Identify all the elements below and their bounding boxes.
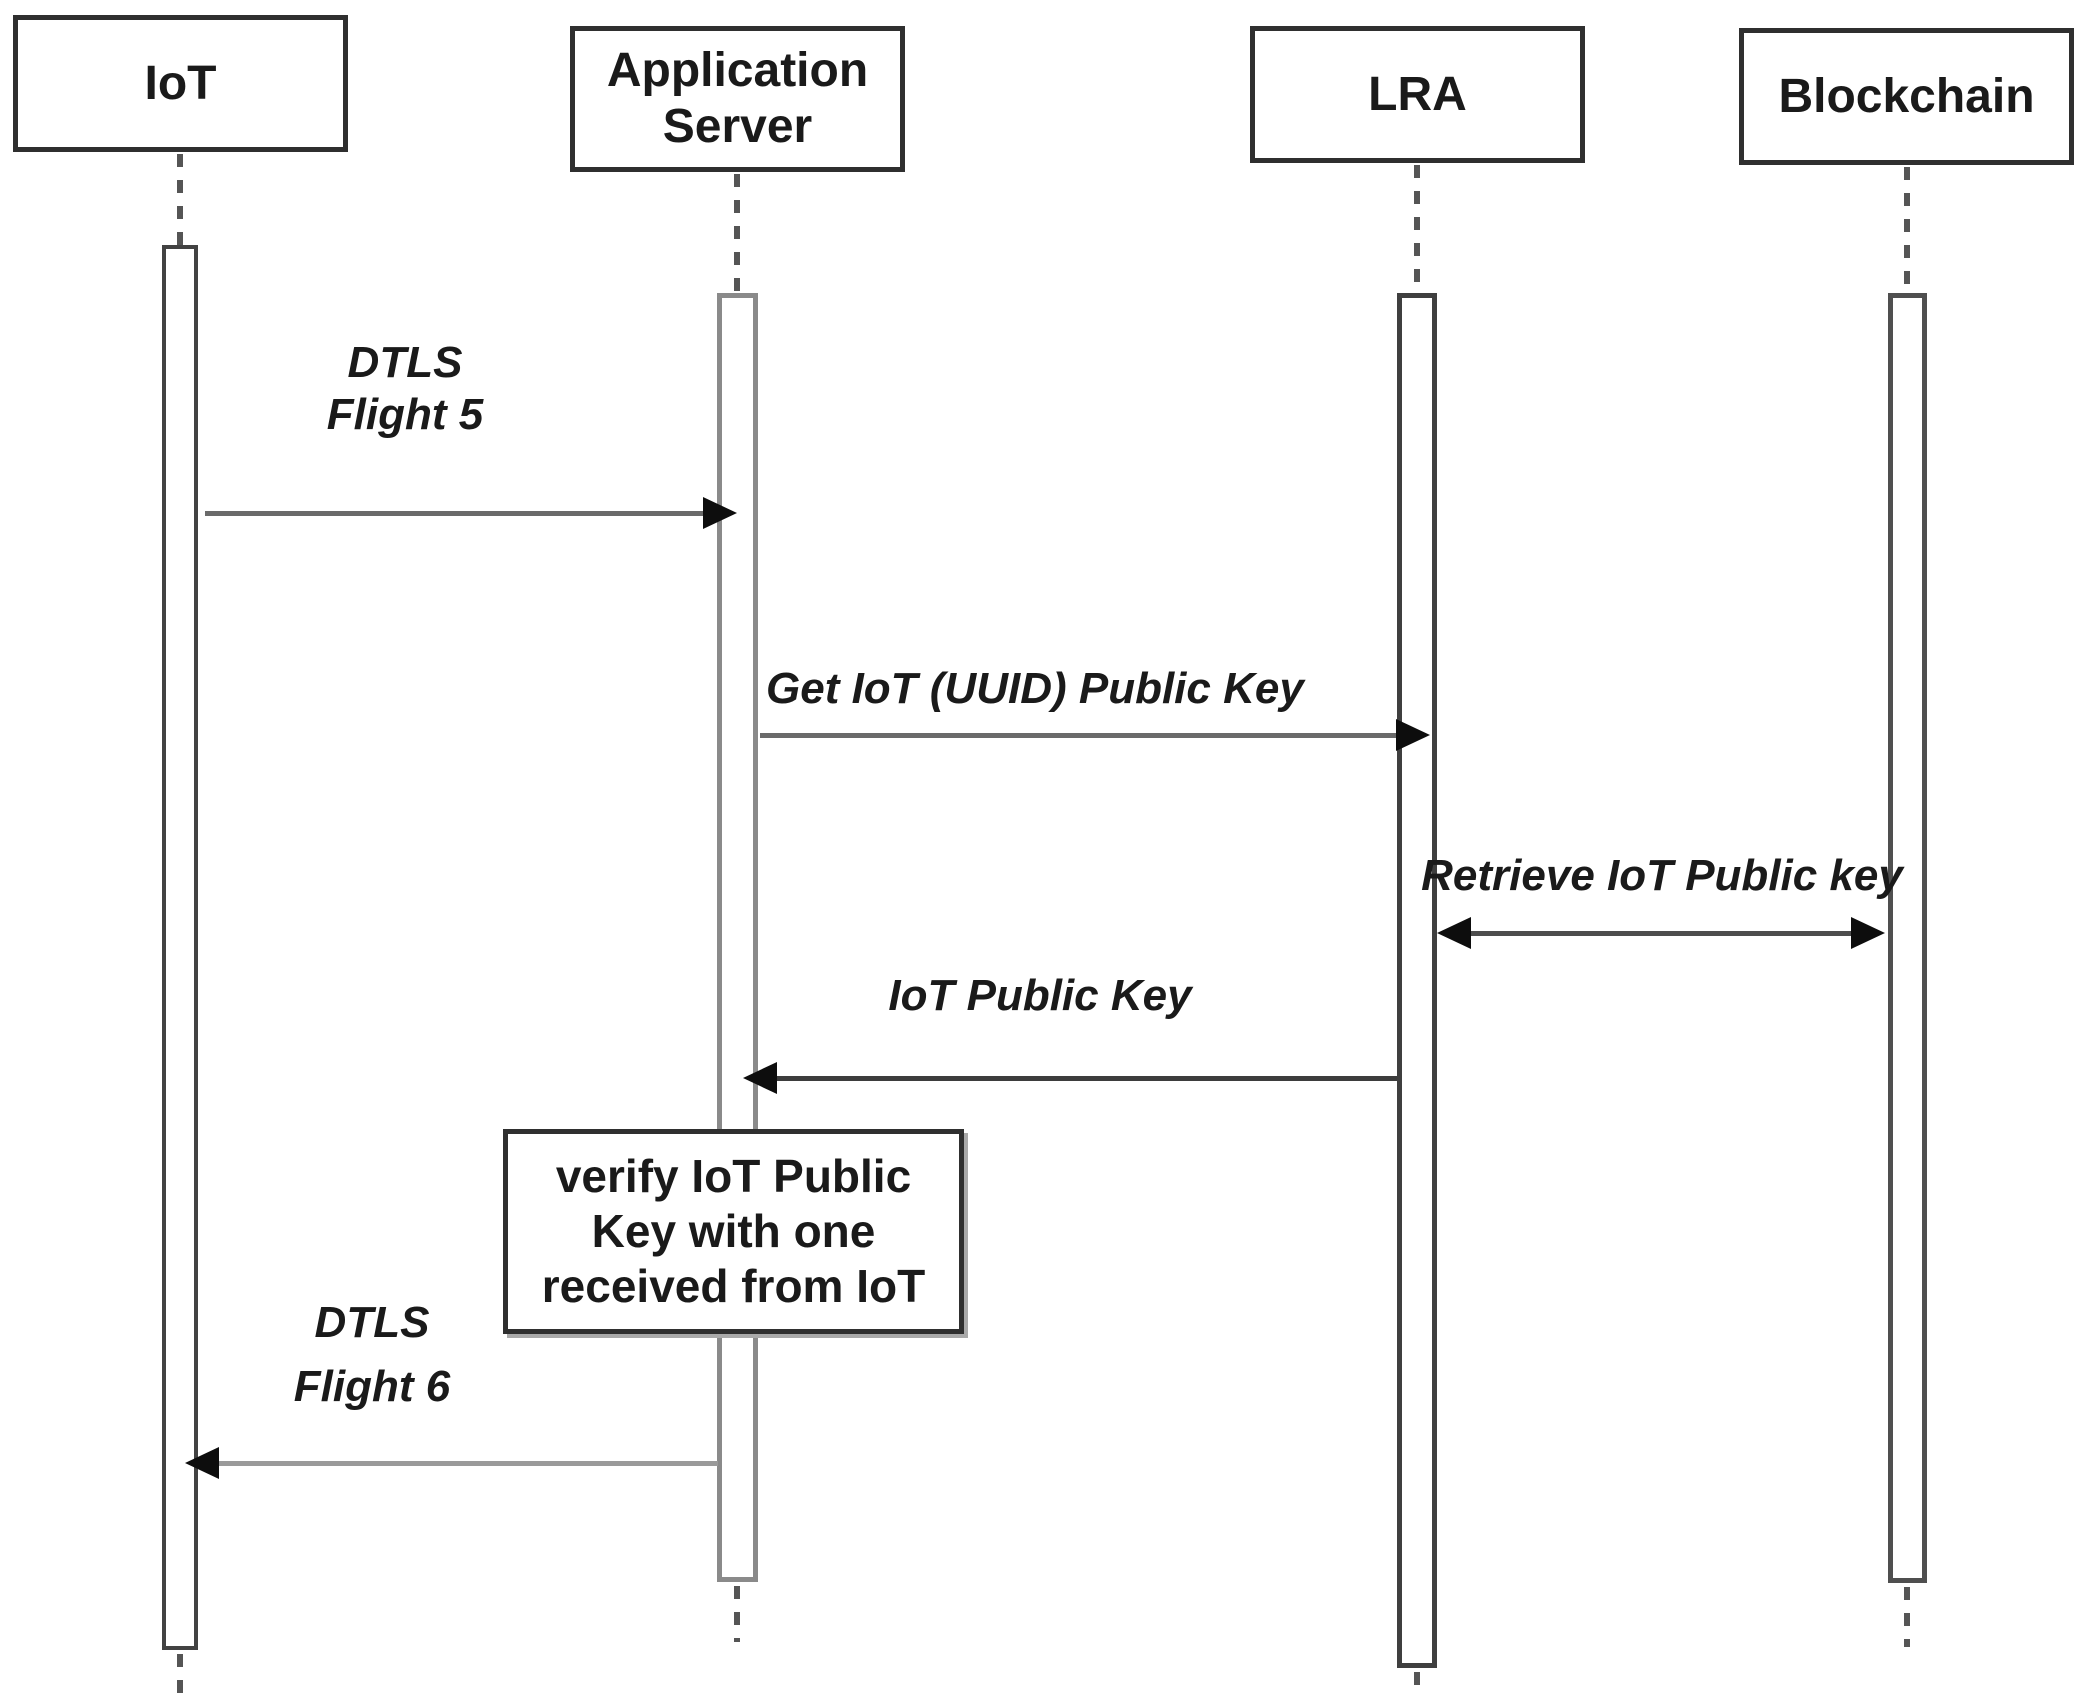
lifeline-application-server-top	[734, 174, 740, 293]
lifeline-iot-bottom	[177, 1654, 183, 1694]
activation-bar-iot	[162, 245, 198, 1650]
lifeline-blockchain-bottom	[1904, 1587, 1910, 1647]
note-verify-iot-public-key: verify IoT Public Key with one received …	[503, 1129, 964, 1334]
participant-box-application-server: Application Server	[570, 26, 905, 172]
note-line: Key with one	[591, 1205, 876, 1257]
activation-bar-application-server	[717, 293, 758, 1582]
message-arrow-retrieve-iot-public-key	[1465, 931, 1857, 936]
message-label-retrieve-iot-public-key: Retrieve IoT Public key	[1421, 851, 1903, 900]
lifeline-application-server-bottom	[734, 1586, 740, 1642]
message-arrow-get-iot-public-key	[760, 733, 1400, 738]
lifeline-blockchain-top	[1904, 167, 1910, 293]
message-label-iot-public-key: IoT Public Key	[888, 971, 1192, 1020]
message-label-dtls-flight6-line2: Flight 6	[293, 1362, 451, 1411]
arrowhead-right-icon	[703, 497, 737, 529]
message-arrow-dtls-flight6	[215, 1461, 718, 1466]
arrowhead-right-icon	[1851, 917, 1885, 949]
note-line: received from IoT	[541, 1260, 926, 1312]
lifeline-lra-bottom	[1414, 1672, 1420, 1694]
message-label-dtls-flight5-line1: DTLS	[347, 338, 463, 387]
participant-box-blockchain: Blockchain	[1739, 28, 2074, 165]
arrowhead-left-icon	[743, 1062, 777, 1094]
lifeline-iot-top	[177, 154, 183, 245]
activation-bar-blockchain	[1888, 293, 1927, 1583]
arrowhead-left-icon	[1437, 917, 1471, 949]
participant-box-lra: LRA	[1250, 26, 1585, 163]
message-arrow-iot-public-key	[773, 1076, 1397, 1081]
activation-bar-lra	[1397, 293, 1437, 1668]
message-label-dtls-flight6-line1: DTLS	[314, 1298, 430, 1347]
note-line: verify IoT Public	[555, 1150, 912, 1202]
message-label-dtls-flight5-line2: Flight 5	[326, 390, 484, 439]
arrowhead-right-icon	[1396, 719, 1430, 751]
participant-box-iot: IoT	[13, 15, 348, 152]
lifeline-lra-top	[1414, 165, 1420, 293]
message-label-get-iot-public-key: Get IoT (UUID) Public Key	[766, 664, 1304, 713]
arrowhead-left-icon	[185, 1447, 219, 1479]
message-arrow-dtls-flight5	[205, 511, 705, 516]
